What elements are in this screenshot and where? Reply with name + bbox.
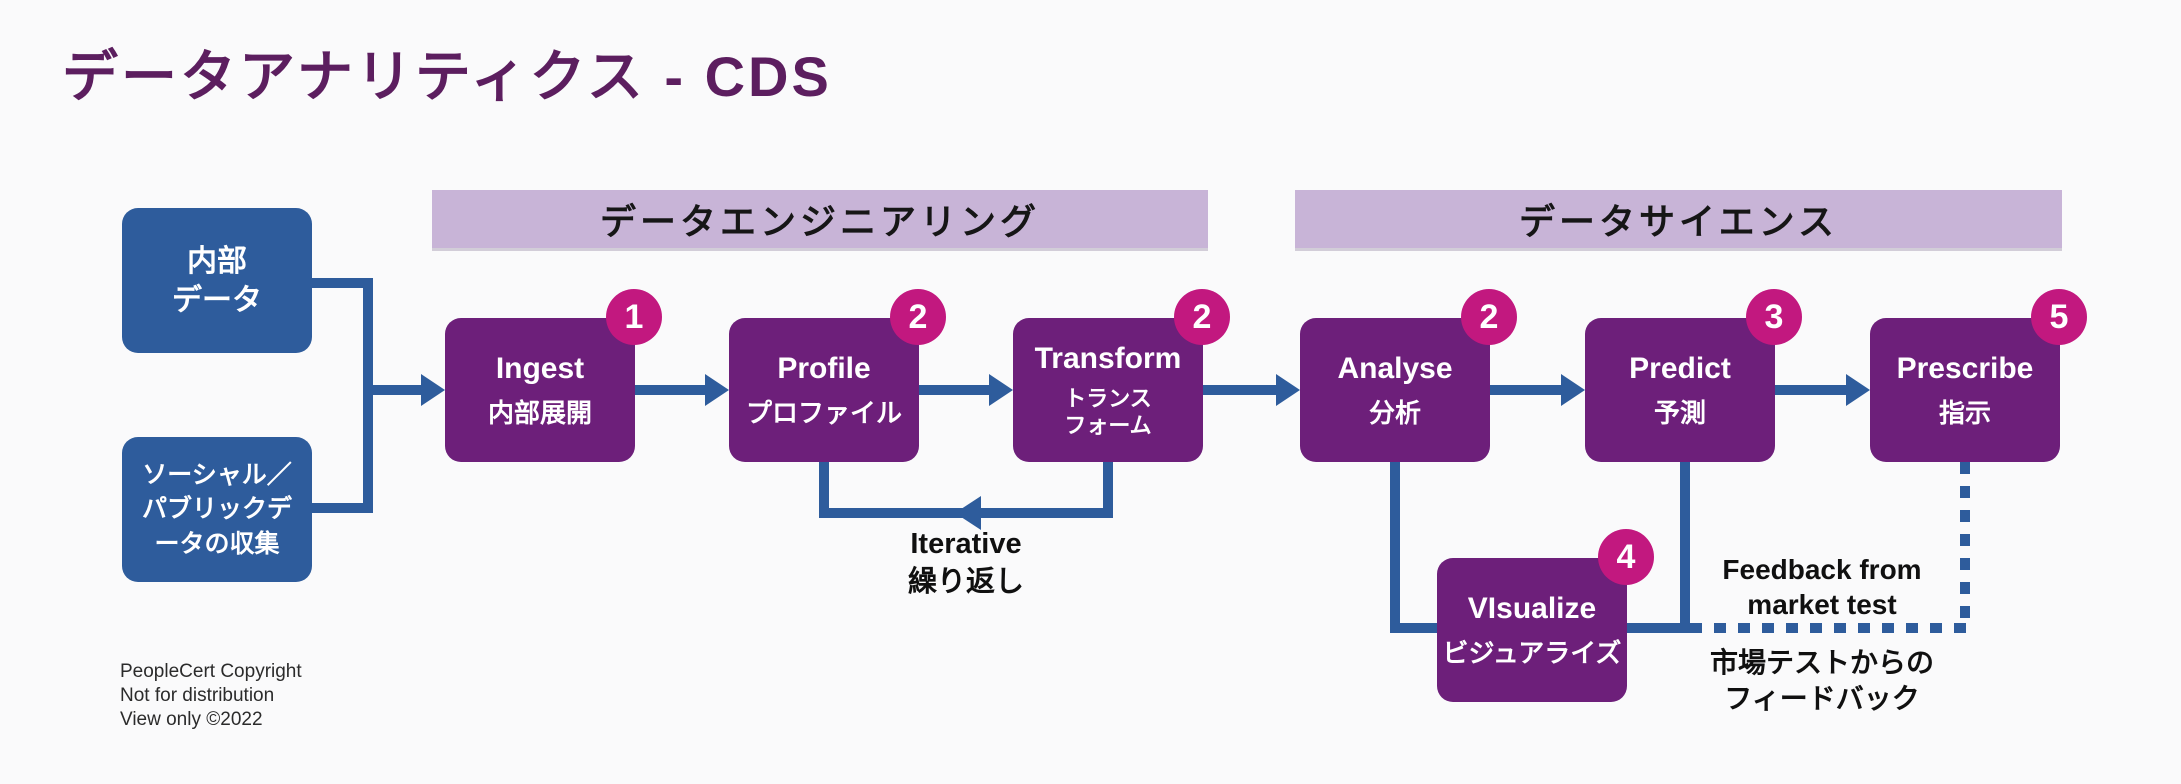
source-box-internal-data: 内部 データ: [122, 208, 312, 353]
step-box-transform: 2 Transform トランス フォーム: [1013, 289, 1230, 462]
step-badge: 1: [606, 289, 662, 345]
step-badge: 4: [1598, 529, 1654, 585]
arrowhead-analyse-predict-icon: [1561, 374, 1585, 406]
connector-predict-down-vertical: [1680, 460, 1690, 633]
connector-transform-analyse-shaft: [1203, 385, 1278, 395]
step-label-en: Ingest: [495, 351, 585, 385]
connector-source2-horizontal: [310, 503, 373, 513]
step-label-ja: ビジュアライズ: [1442, 637, 1622, 668]
step-label-en: Predict: [1629, 351, 1731, 385]
step-badge: 2: [1174, 289, 1230, 345]
connector-to-ingest-shaft: [363, 385, 421, 395]
arrowhead-predict-prescribe-icon: [1846, 374, 1870, 406]
copyright-line: PeopleCert Copyright: [120, 661, 302, 682]
feedback-label-en: Feedback from market test: [1722, 554, 1922, 620]
connector-source1-horizontal: [310, 278, 373, 288]
iterative-label: Iterative 繰り返し: [907, 528, 1024, 598]
step-label-ja: プロファイル: [745, 397, 902, 428]
arrowhead-ingest-profile-icon: [705, 374, 729, 406]
feedback-label-ja: 市場テストからの フィードバック: [1709, 647, 1934, 715]
step-box-visualize: 4 VIsualize ビジュアライズ: [1437, 529, 1654, 702]
step-label-en: VIsualize: [1467, 591, 1597, 625]
copyright-line: Not for distribution: [120, 684, 275, 706]
connector-ingest-profile-shaft: [635, 385, 707, 395]
connector-feedback-dotted-vertical: [1960, 462, 1970, 623]
step-label-en: Analyse: [1337, 351, 1453, 385]
step-badge: 2: [1461, 289, 1517, 345]
source-box-social-public-data: ソーシャル／パブリックデータの収集: [122, 437, 312, 582]
section-band-data-science: データサイエンス: [1295, 190, 2062, 248]
section-band-data-engineering: データエンジニアリング: [432, 190, 1208, 248]
arrowhead-iterative-left-icon: [955, 496, 981, 530]
step-label-en: Profile: [777, 351, 871, 385]
step-badge: 3: [1746, 289, 1802, 345]
step-label-ja: 予測: [1653, 397, 1706, 428]
connector-profile-transform-shaft: [919, 385, 991, 395]
step-box-analyse: 2 Analyse 分析: [1300, 289, 1517, 462]
arrowhead-transform-analyse-icon: [1276, 374, 1300, 406]
connector-analyse-down-vertical: [1390, 460, 1400, 633]
connector-analyse-predict-shaft: [1490, 385, 1563, 395]
step-box-predict: 3 Predict 予測: [1585, 289, 1802, 462]
step-box-ingest: 1 Ingest 内部展開: [445, 289, 662, 462]
step-label-ja: 内部展開: [487, 397, 592, 428]
step-badge: 5: [2031, 289, 2087, 345]
source-box-label: ソーシャル／パブリックデータの収集: [141, 460, 292, 558]
connector-iterative-right-vertical: [1103, 460, 1113, 518]
section-band-label: データサイエンス: [1519, 201, 1838, 242]
step-label-en: Transform: [1034, 341, 1182, 375]
arrowhead-profile-transform-icon: [989, 374, 1013, 406]
page-title: データアナリティクス - CDS: [62, 45, 832, 108]
step-label-ja: 指示: [1938, 397, 1991, 428]
source-box-label: 内部 データ: [172, 244, 262, 317]
arrowhead-to-ingest-icon: [421, 374, 445, 406]
connector-predict-prescribe-shaft: [1775, 385, 1848, 395]
copyright-line: View only ©2022: [120, 708, 263, 730]
connector-feedback-dotted-horizontal: [1690, 623, 1972, 633]
connector-source-bus-vertical: [363, 278, 373, 513]
copyright-notice: PeopleCert Copyright Not for distributio…: [120, 660, 302, 731]
section-band-label: データエンジニアリング: [599, 201, 1040, 242]
step-label-ja: トランス フォーム: [1064, 385, 1152, 439]
step-label-en: Prescribe: [1896, 351, 2034, 385]
step-box-prescribe: 5 Prescribe 指示: [1870, 289, 2087, 462]
step-badge: 2: [890, 289, 946, 345]
step-label-ja: 分析: [1368, 397, 1421, 428]
connector-iterative-left-vertical: [819, 460, 829, 518]
step-box-profile: 2 Profile プロファイル: [729, 289, 946, 462]
